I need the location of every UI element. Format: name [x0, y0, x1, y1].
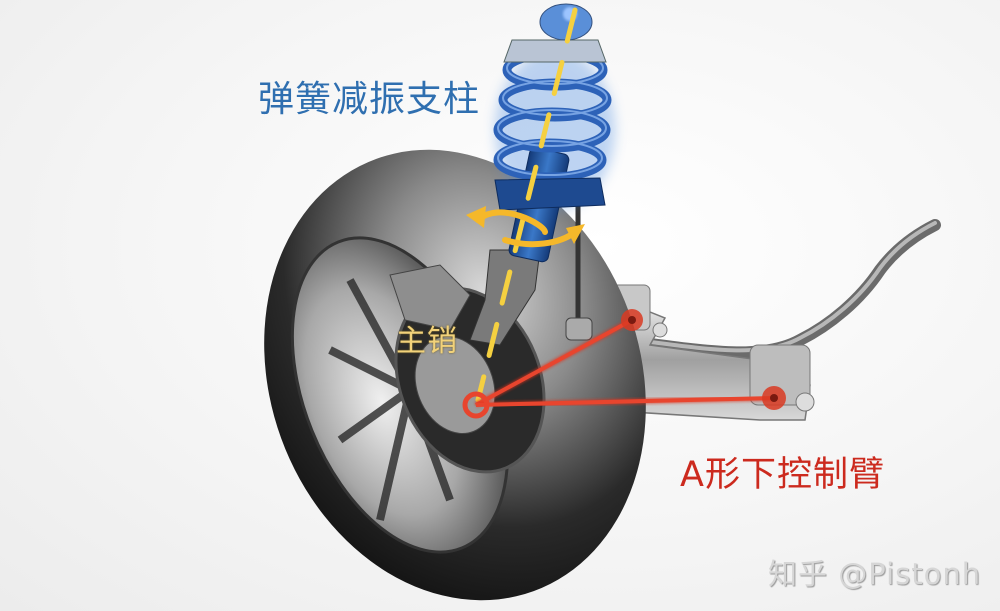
top-mount — [503, 39, 607, 63]
a-arm-label: A形下控制臂 — [680, 455, 885, 495]
kingpin-axis — [475, 7, 578, 403]
hub — [414, 336, 496, 434]
watermark: 知乎 @Pistonh — [768, 557, 982, 591]
stabilizer-bar — [614, 219, 941, 359]
kingpin-label: 主销 — [396, 324, 458, 359]
wheel — [264, 149, 646, 601]
a-arm-highlight — [462, 309, 786, 419]
lower-ball-joint — [462, 391, 490, 419]
rotation-arrow-icon — [466, 206, 585, 248]
spring-seat — [494, 177, 606, 211]
strut-label: 弹簧减振支柱 — [258, 79, 481, 120]
stabilizer-end-link — [565, 195, 593, 341]
brake-caliper — [389, 264, 471, 331]
